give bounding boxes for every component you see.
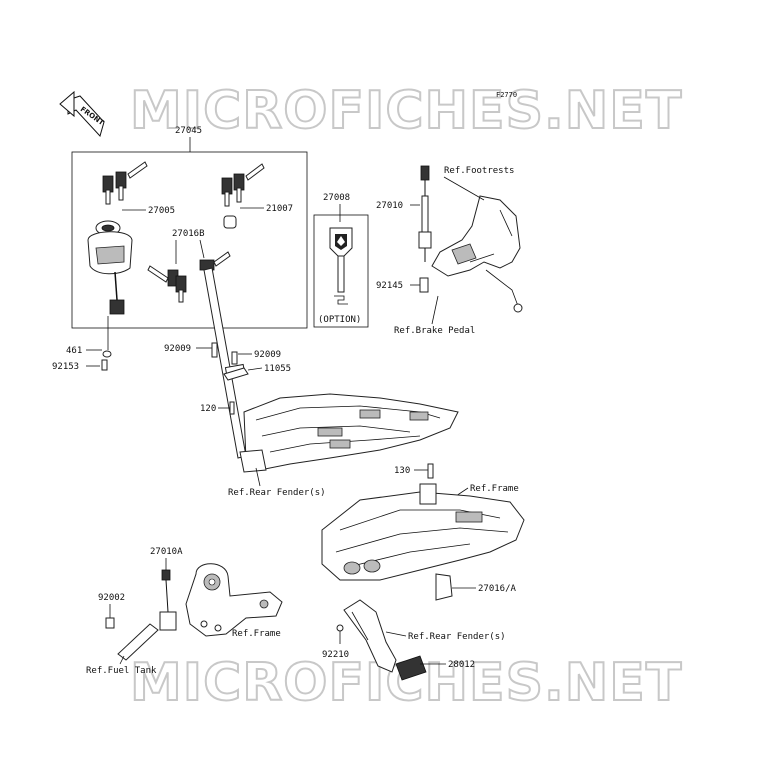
label-92210: 92210 xyxy=(322,650,349,660)
footrest-bracket-icon xyxy=(431,195,523,313)
ref-rear-fender-1: Ref.Rear Fender(s) xyxy=(228,488,326,498)
kit-box-27045 xyxy=(71,151,308,329)
front-arrow-icon: FRONT xyxy=(59,90,105,137)
label-27008: 27008 xyxy=(323,193,350,203)
label-92009-right: 92009 xyxy=(254,350,281,360)
label-21007: 21007 xyxy=(266,204,293,214)
frame-subassembly-icon xyxy=(321,483,525,601)
ref-frame-1: Ref.Frame xyxy=(470,484,519,494)
watermark-top: MICROFICHES.NET xyxy=(130,81,682,141)
option-label: (OPTION) xyxy=(318,315,361,325)
ref-rear-fender-2: Ref.Rear Fender(s) xyxy=(408,632,506,642)
ref-footrests: Ref.Footrests xyxy=(444,166,514,176)
ignition-switch-icon xyxy=(87,220,133,315)
label-92002: 92002 xyxy=(98,593,125,603)
bolt-92009-left-icon xyxy=(211,342,218,358)
bolt-92153-icon xyxy=(101,359,108,371)
switch-27010a-icon xyxy=(159,569,177,631)
reflector-28012-icon xyxy=(395,655,427,681)
label-27010: 27010 xyxy=(376,201,403,211)
ref-brake-pedal: Ref.Brake Pedal xyxy=(394,326,475,336)
option-key-27008-icon xyxy=(329,227,353,305)
brake-switch-27010-icon xyxy=(418,165,432,262)
label-92153: 92153 xyxy=(52,362,79,372)
figure-code: F2770 xyxy=(496,91,517,99)
bracket-11055-icon xyxy=(223,367,249,381)
bolt-130-icon xyxy=(427,463,434,479)
nut-92210-icon xyxy=(336,624,344,632)
ref-fuel-tank: Ref.Fuel Tank xyxy=(86,666,157,676)
label-27045: 27045 xyxy=(175,126,202,136)
ref-frame-2: Ref.Frame xyxy=(232,629,281,639)
rear-fender-icon xyxy=(239,393,459,473)
bolt-92009-right-icon xyxy=(231,351,238,365)
label-120: 120 xyxy=(200,404,216,414)
label-11055: 11055 xyxy=(264,364,291,374)
label-27005: 27005 xyxy=(148,206,175,216)
key-set-21007-icon xyxy=(221,163,265,229)
label-130: 130 xyxy=(394,466,410,476)
key-set-27005-icon xyxy=(102,161,148,205)
spring-92145-icon xyxy=(419,277,429,293)
label-92145: 92145 xyxy=(376,281,403,291)
rear-fender-bracket-icon xyxy=(343,599,397,673)
option-key-box xyxy=(313,214,369,328)
lock-rod-icon xyxy=(203,267,247,459)
label-27010a: 27010A xyxy=(150,547,183,557)
label-27016b: 27016B xyxy=(172,229,205,239)
label-92009-left: 92009 xyxy=(164,344,191,354)
bolt-120-icon xyxy=(229,401,235,415)
bolt-92002-icon xyxy=(105,617,115,629)
label-28012: 28012 xyxy=(448,660,475,670)
washer-461-icon xyxy=(102,350,112,358)
label-461: 461 xyxy=(66,346,82,356)
frame-bracket-icon xyxy=(185,563,283,637)
key-set-27016b-icon xyxy=(147,251,231,303)
label-27016a: 27016/A xyxy=(478,584,517,594)
